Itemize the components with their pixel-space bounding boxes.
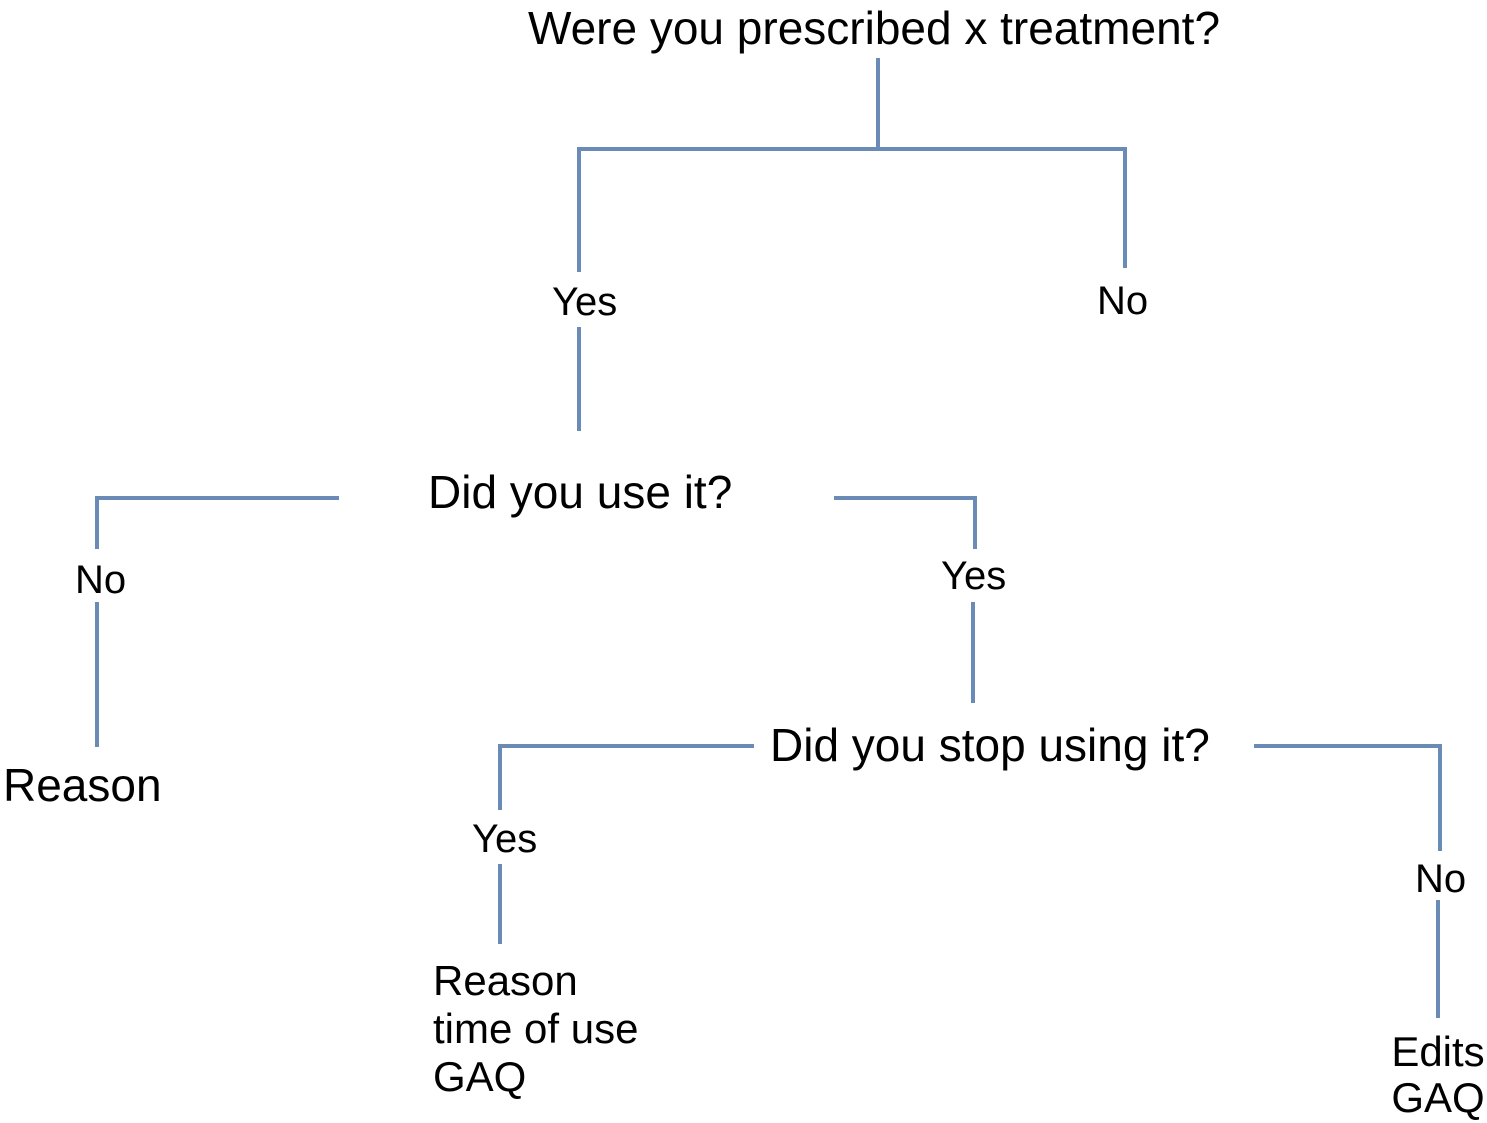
connector-no3-to-outcome — [1436, 900, 1440, 1018]
stop-no-outcome-line1: Edits — [1391, 1028, 1485, 1075]
connector-use-no-drop — [95, 496, 99, 549]
stop-yes-outcome-line3: GAQ — [433, 1053, 527, 1100]
use-yes-label: Yes — [941, 554, 1007, 598]
connector-stop-no-drop — [1438, 744, 1442, 851]
connector-use-yes-drop — [973, 496, 977, 549]
use-no-label: No — [75, 558, 127, 602]
connector-level1-horizontal — [577, 147, 1127, 151]
stop-yes-outcome-line2: time of use — [433, 1005, 639, 1052]
stop-no-label: No — [1415, 857, 1467, 901]
connector-use-right-horizontal — [834, 496, 977, 500]
root-yes-label: Yes — [552, 280, 618, 324]
connector-yes2-to-stop-question — [971, 602, 975, 703]
stop-no-outcome-block: Edits GAQ — [1388, 1029, 1487, 1121]
connector-level1-yes-drop — [577, 147, 581, 272]
connector-no2-to-reason — [95, 602, 99, 747]
connector-yes1-to-use-question — [577, 327, 581, 431]
connector-stop-right-horizontal — [1254, 744, 1442, 748]
connector-use-left-horizontal — [95, 496, 339, 500]
stop-no-outcome-line2: GAQ — [1391, 1074, 1485, 1121]
use-no-outcome: Reason — [3, 759, 162, 811]
connector-stop-left-horizontal — [498, 744, 754, 748]
connector-root-stem — [876, 58, 880, 148]
stop-yes-label: Yes — [472, 817, 538, 861]
root-no-label: No — [1097, 279, 1149, 323]
root-question: Were you prescribed x treatment? — [528, 2, 1221, 54]
connector-yes3-to-outcome — [498, 864, 502, 944]
connector-level1-no-drop — [1123, 147, 1127, 268]
stop-yes-outcome-line1: Reason — [433, 957, 578, 1004]
use-question: Did you use it? — [428, 466, 733, 518]
connector-stop-yes-drop — [498, 744, 502, 810]
stop-yes-outcome-block: Reason time of use GAQ — [433, 957, 638, 1101]
stop-question: Did you stop using it? — [770, 719, 1210, 771]
